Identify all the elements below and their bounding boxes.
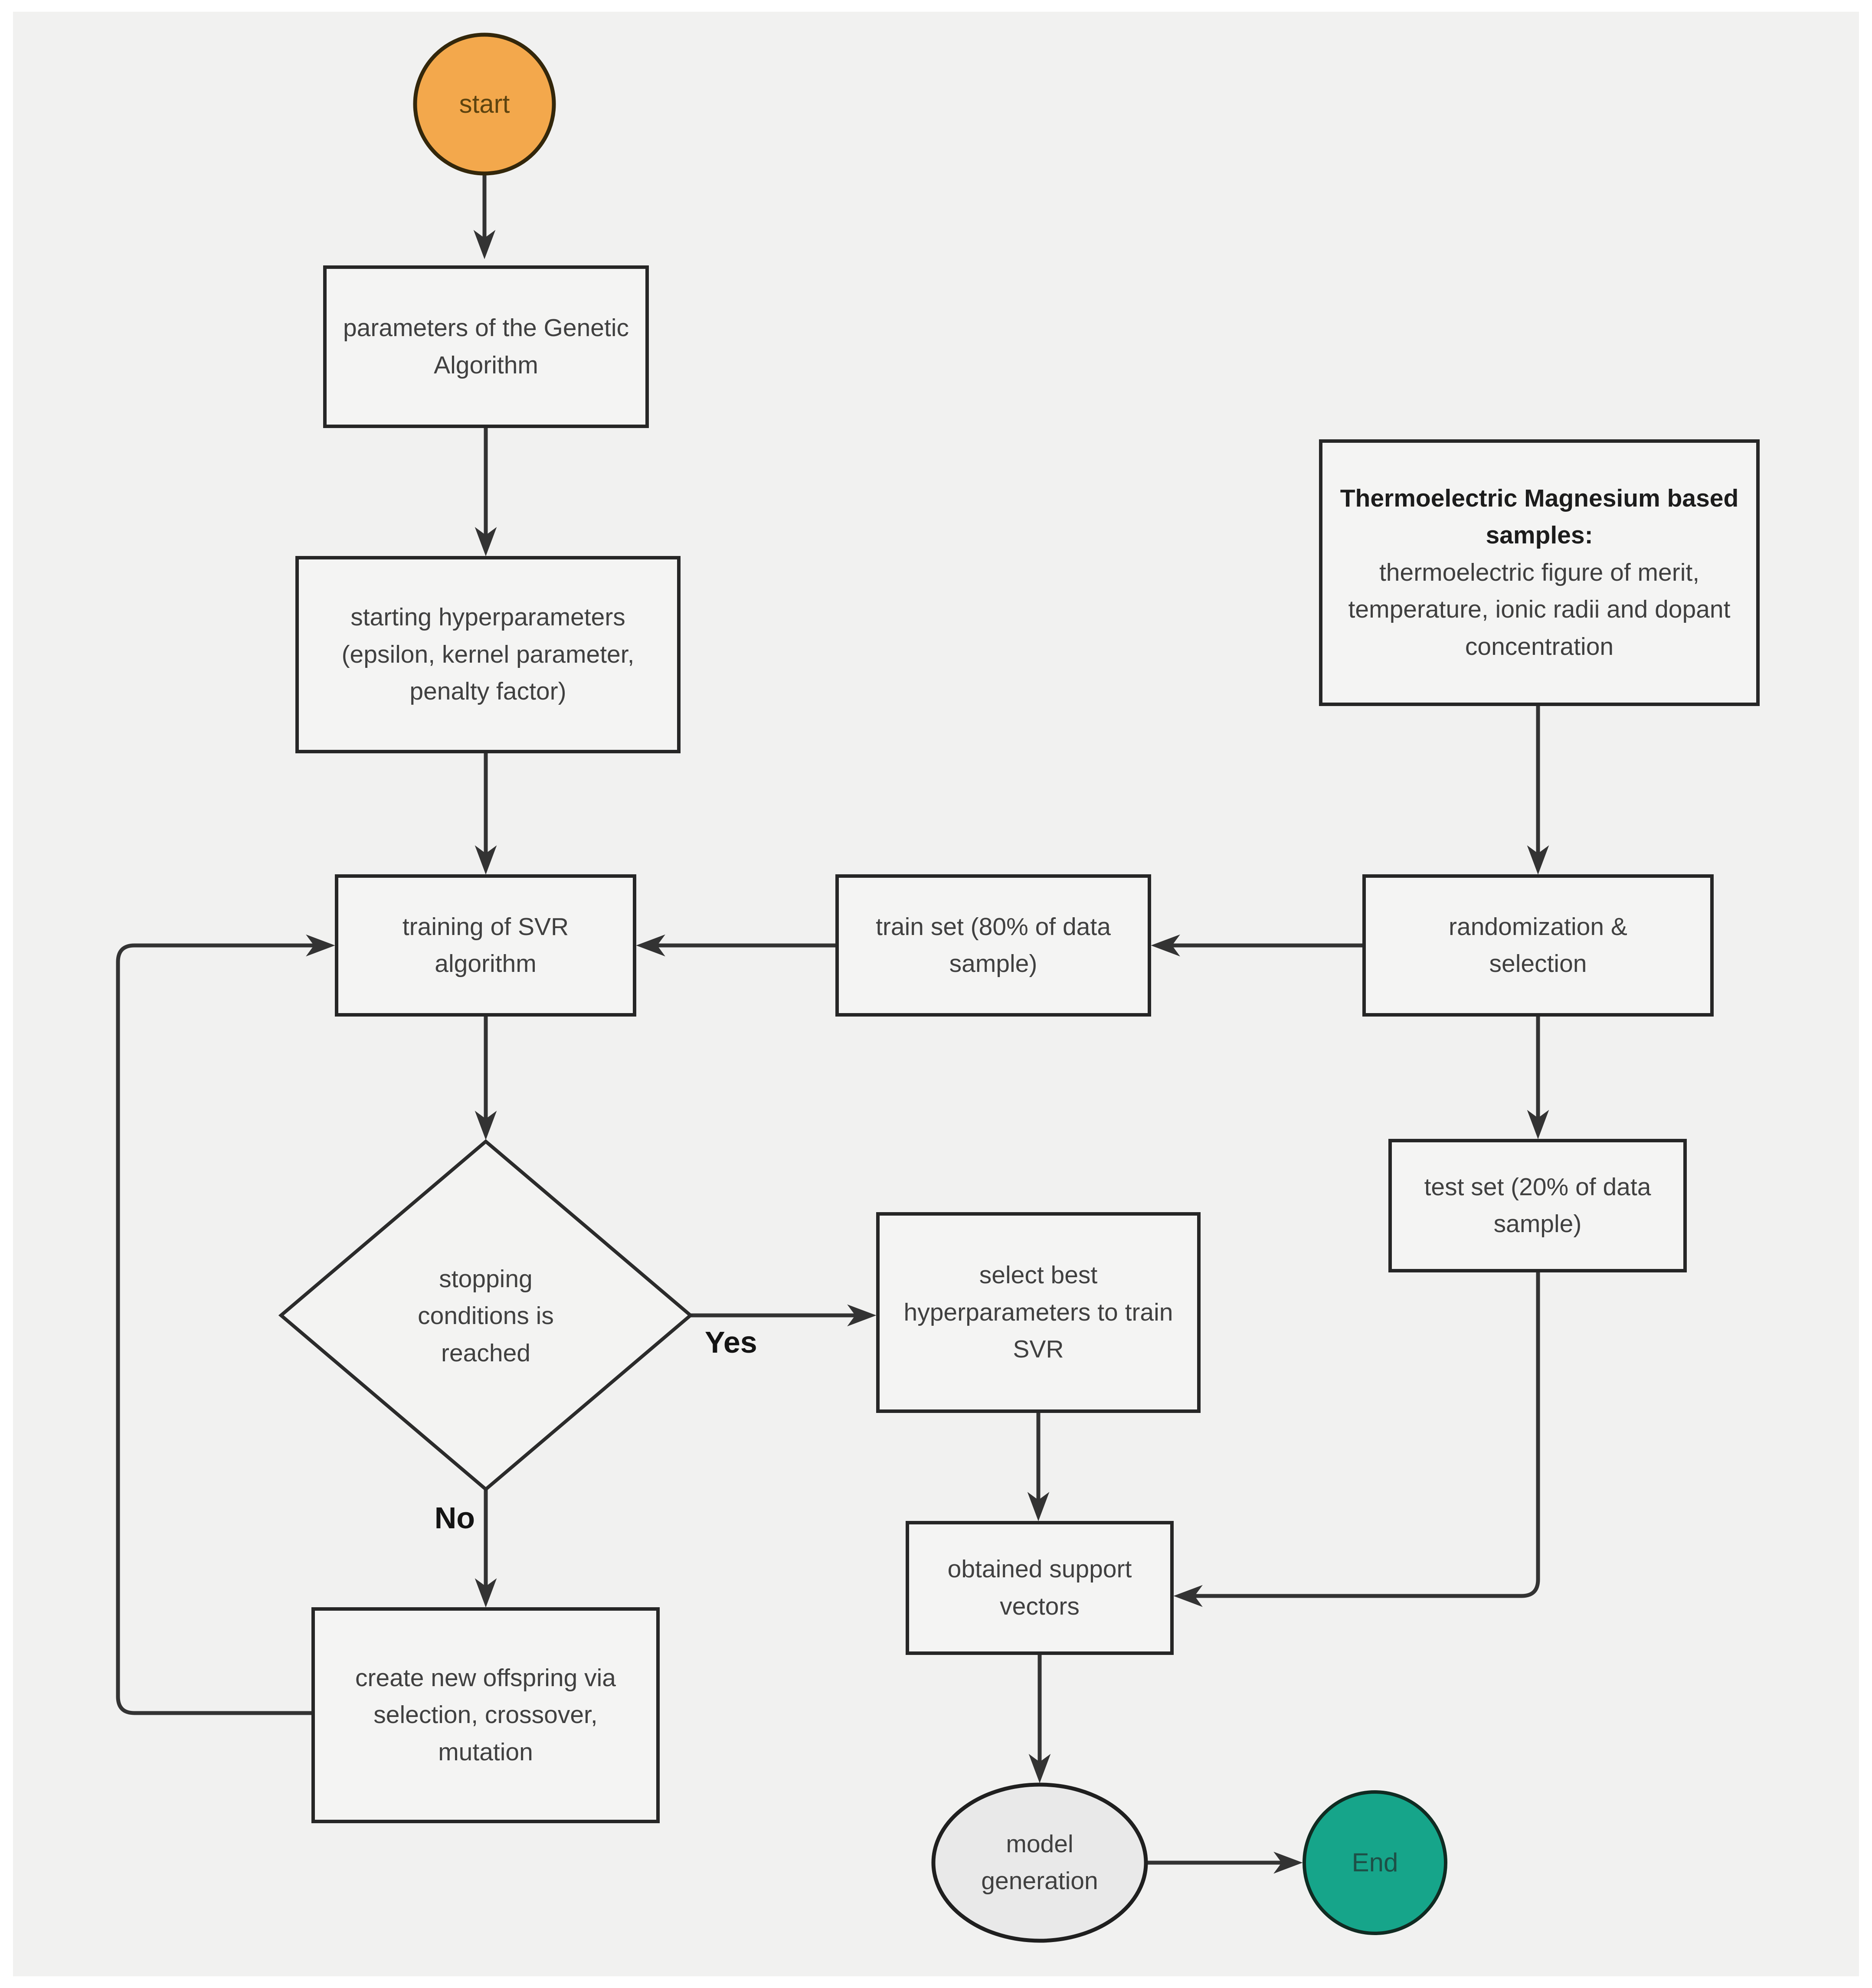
dataset-node-title: Thermoelectric Magnesium based samples:	[1340, 484, 1739, 549]
edge-testset-to-supportvectors	[1173, 1271, 1540, 1607]
dataset-node-body: thermoelectric figure of merit, temperat…	[1348, 558, 1731, 660]
supportvectors-node-label: obtained support vectors	[947, 1555, 1132, 1620]
no-branch-label: No	[434, 1501, 475, 1535]
trainset-node-shape	[835, 874, 1151, 1017]
testset-node-label: test set (20% of data sample)	[1424, 1173, 1651, 1238]
offspring-node-label: create new offspring via selection, cros…	[355, 1664, 616, 1766]
randomization-node-label: randomization & selection	[1449, 912, 1627, 978]
start-node-shape	[413, 33, 556, 176]
decision-diamond-label: stopping conditions is reached	[418, 1265, 554, 1367]
dataset-node-shape	[1319, 439, 1760, 706]
dataset-node-label: Thermoelectric Magnesium based samples: …	[1321, 441, 1758, 704]
start-node-label: start	[459, 89, 510, 118]
training-node-shape	[335, 874, 636, 1017]
model-node-label: model generation	[981, 1830, 1098, 1895]
training-node-label: training of SVR algorithm	[402, 912, 569, 978]
trainset-node-label: train set (80% of data sample)	[876, 912, 1111, 978]
model-node-shape	[931, 1782, 1148, 1943]
parameters-node-label: parameters of the Genetic Algorithm	[343, 314, 629, 379]
hyperparameters-node-label: starting hyperparameters (epsilon, kerne…	[341, 603, 635, 706]
offspring-node-shape	[311, 1607, 660, 1823]
selectbest-node-label: select best hyperparameters to train SVR	[903, 1261, 1173, 1363]
decision-diamond-shape	[278, 1139, 694, 1492]
supportvectors-node-shape	[906, 1521, 1174, 1655]
edge-offspring-loop-to-training	[116, 934, 335, 1715]
yes-branch-label: Yes	[705, 1325, 757, 1359]
selectbest-node-shape	[876, 1212, 1201, 1413]
hyperparameters-node-shape	[295, 556, 681, 753]
end-node-shape	[1303, 1790, 1447, 1935]
end-node-label: End	[1352, 1848, 1398, 1877]
randomization-node-shape	[1362, 874, 1714, 1017]
parameters-node-shape	[323, 265, 649, 428]
testset-node-shape	[1388, 1139, 1687, 1272]
